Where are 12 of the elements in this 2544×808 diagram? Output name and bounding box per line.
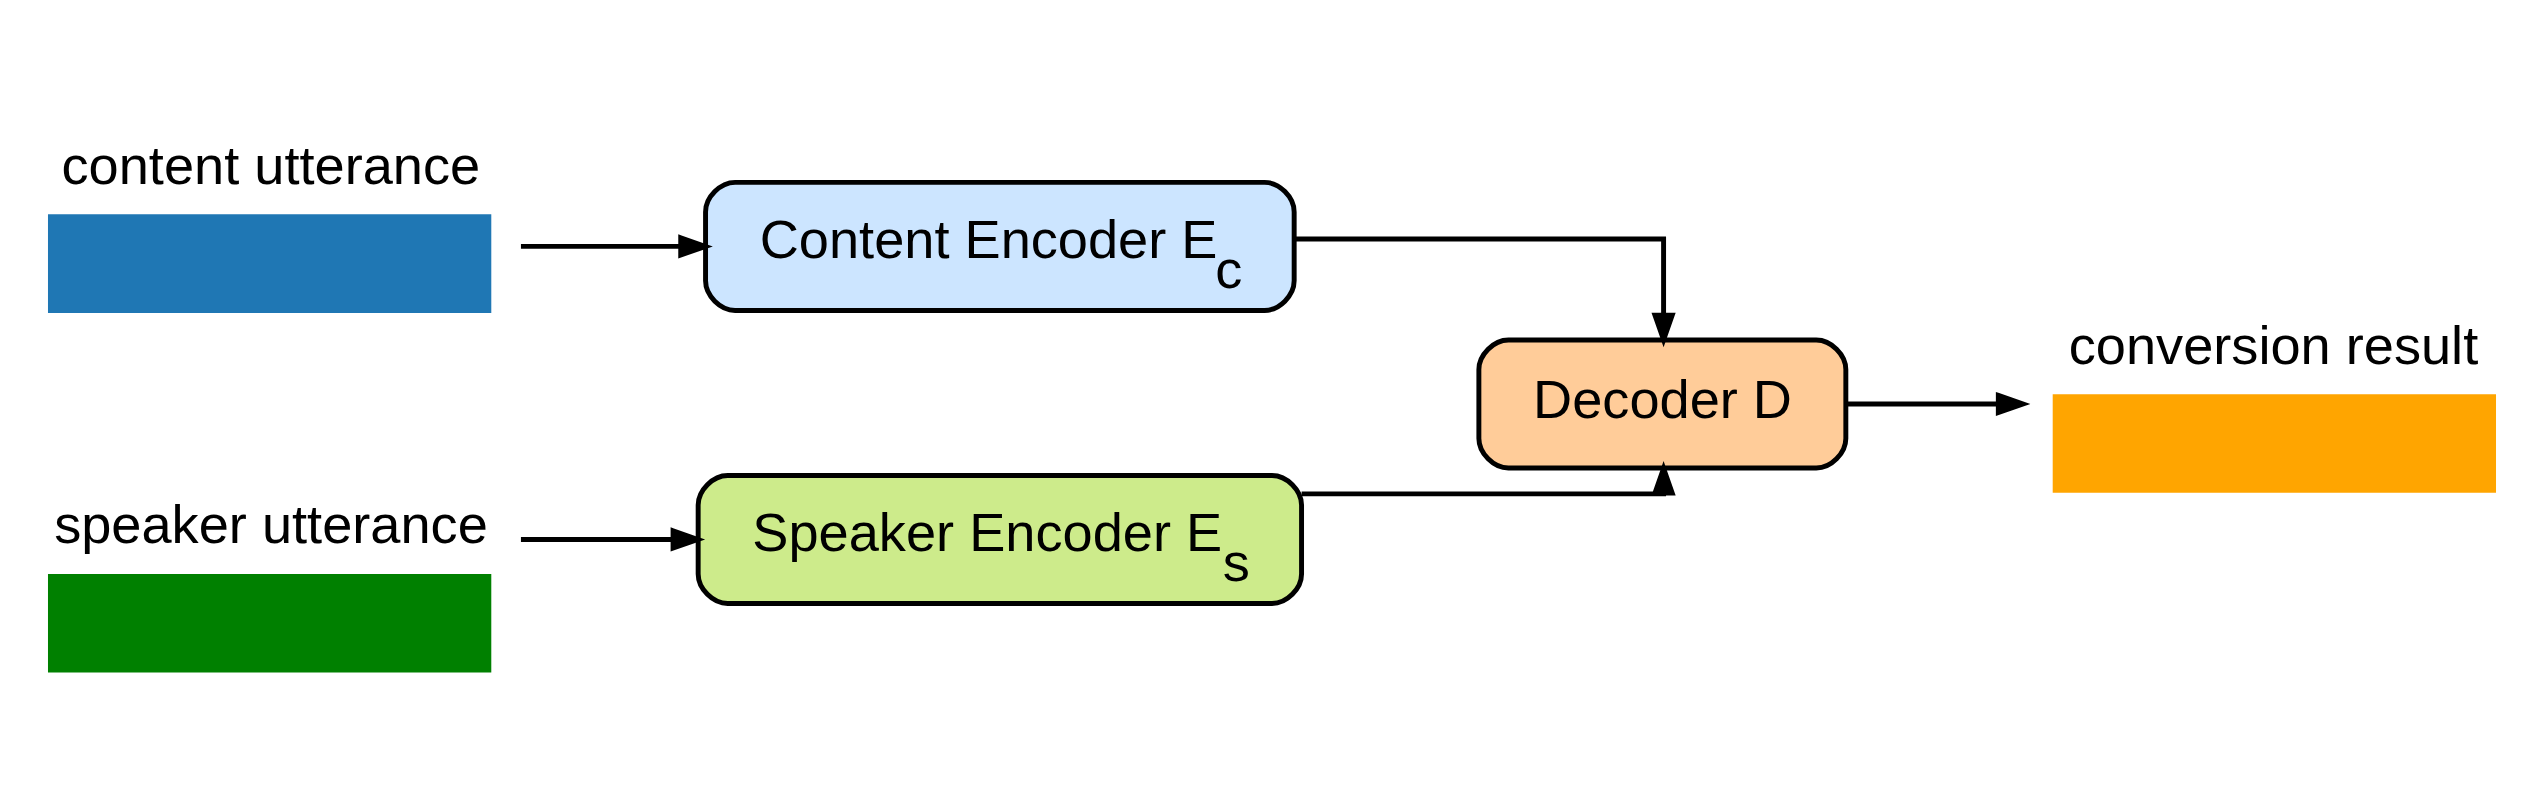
arrow: [520, 527, 706, 552]
arrow: [1846, 391, 2031, 417]
arrow: [1301, 460, 1676, 497]
node-box: [48, 214, 492, 313]
node-label: content utterance: [61, 134, 481, 195]
arrow: [1294, 236, 1676, 348]
node-label: speaker utterance: [54, 494, 488, 555]
node-box: Decoder D: [1476, 337, 1849, 471]
node-label: conversion result: [2068, 314, 2479, 375]
arrow: [520, 234, 713, 259]
node-box: [2052, 394, 2496, 493]
node-box: [48, 573, 492, 673]
